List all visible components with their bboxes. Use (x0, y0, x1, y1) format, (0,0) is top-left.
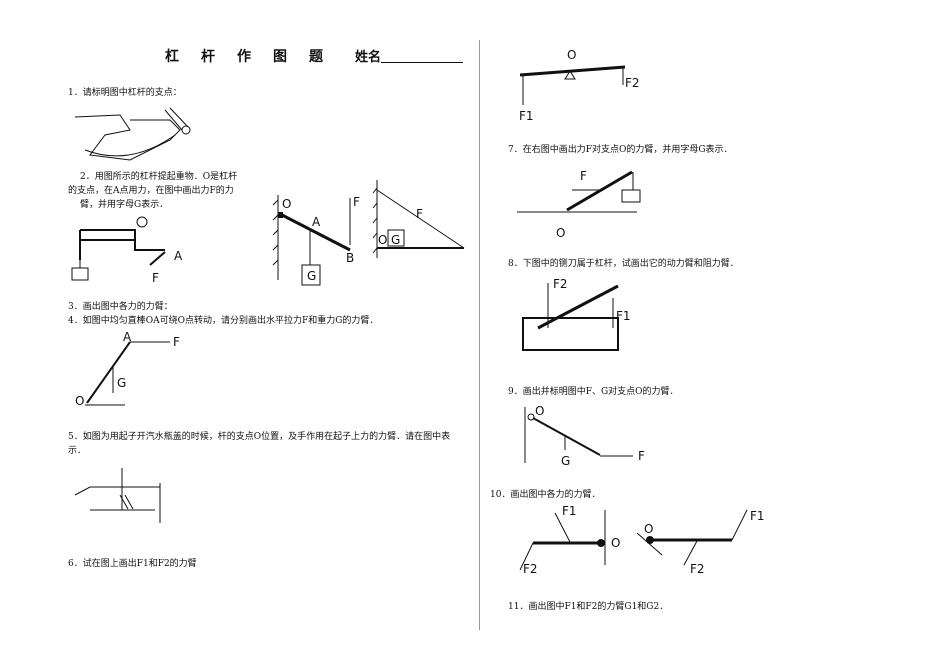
label-A: A (174, 249, 183, 263)
q2-lever-figure: A F (71, 216, 183, 285)
q10-figure-a: F1 F2 O (519, 504, 620, 576)
label-F2: F2 (553, 277, 568, 291)
title-char: 题 (309, 49, 323, 65)
page-title: 杠杆作图题 (165, 46, 345, 66)
question-1: 1．请标明图中杠杆的支点： (68, 88, 182, 98)
label-O: O (644, 522, 653, 536)
title-char: 作 (237, 49, 251, 65)
title-char: 图 (273, 49, 287, 65)
question-2-line3: 臂，并用字母G表示． (80, 200, 169, 210)
q4-rod-figure: A F G O (75, 330, 180, 408)
question-10: 10．画出图中各力的力臂． (490, 490, 601, 500)
label-F: F (416, 207, 423, 221)
column-divider (479, 40, 480, 630)
q10-figure-b: O F1 F2 (636, 509, 765, 576)
label-F: F (580, 169, 587, 183)
guillotine-cutter-figure: F2 F1 (522, 277, 631, 351)
label-O: O (611, 536, 620, 550)
question-7: 7．在右图中画出力F对支点O的力臂，并用字母G表示． (508, 145, 733, 155)
name-field[interactable] (381, 62, 463, 63)
question-5-line1: 5．如图为用起子开汽水瓶盖的时候，杆的支点O位置，及手作用在起子上力的力臂．请在… (68, 432, 451, 442)
label-O: O (556, 226, 565, 240)
label-G: G (391, 233, 400, 247)
label-F1: F1 (616, 309, 631, 323)
label-F1: F1 (750, 509, 765, 523)
title-char: 杆 (201, 49, 215, 65)
question-2-line2: 的支点，在A点用力，在图中画出力F的力 (68, 186, 234, 196)
label-O: O (535, 404, 544, 418)
question-2-line1: 2．用图所示的杠杆提起重物．O是杠杆 (80, 172, 238, 182)
q3-lever-figure-a: O A F G B (272, 195, 360, 286)
title-char: 杠 (165, 49, 179, 65)
label-F: F (152, 271, 159, 285)
label-F: F (353, 195, 360, 209)
label-F: F (638, 449, 645, 463)
label-F: F (173, 335, 180, 349)
question-9: 9．画出并标明图中F、G对支点O的力臂． (508, 387, 679, 397)
label-F2: F2 (523, 562, 538, 576)
question-11: 11．画出图中F1和F2的力臂G1和G2． (508, 602, 669, 612)
label-F1: F1 (519, 109, 534, 123)
label-O: O (282, 197, 291, 211)
q9-figure: O G F (524, 404, 645, 468)
bottle-opener-figure (74, 468, 161, 523)
label-G: G (117, 376, 126, 390)
name-label: 姓名 (355, 50, 382, 65)
label-O: O (378, 233, 387, 247)
q3-lever-figure-b: O G F (372, 180, 465, 258)
label-A: A (312, 215, 321, 229)
label-F2: F2 (625, 76, 640, 90)
question-5-line2: 示． (68, 446, 87, 456)
label-G: G (561, 454, 570, 468)
label-O: O (75, 394, 84, 408)
question-6: 6．试在图上画出F1和F2的力臂 (68, 559, 197, 569)
question-4: 4．如图中均匀直棒OA可绕O点转动，请分别画出水平拉力F和重力G的力臂． (68, 316, 379, 326)
q7-figure: F O (517, 169, 641, 240)
label-B: B (346, 251, 354, 265)
label-F2: F2 (690, 562, 705, 576)
label-O: O (567, 48, 576, 62)
label-A: A (123, 330, 132, 344)
question-3: 3．画出图中各力的力臂： (68, 302, 173, 312)
q6-seesaw-figure: O F1 F2 (519, 48, 640, 123)
label-G: G (307, 269, 316, 283)
question-8: 8．下图中的铡刀属于杠杆，试画出它的动力臂和阻力臂． (508, 259, 739, 269)
shoe-pedal-figure (74, 107, 191, 161)
label-F1: F1 (562, 504, 577, 518)
